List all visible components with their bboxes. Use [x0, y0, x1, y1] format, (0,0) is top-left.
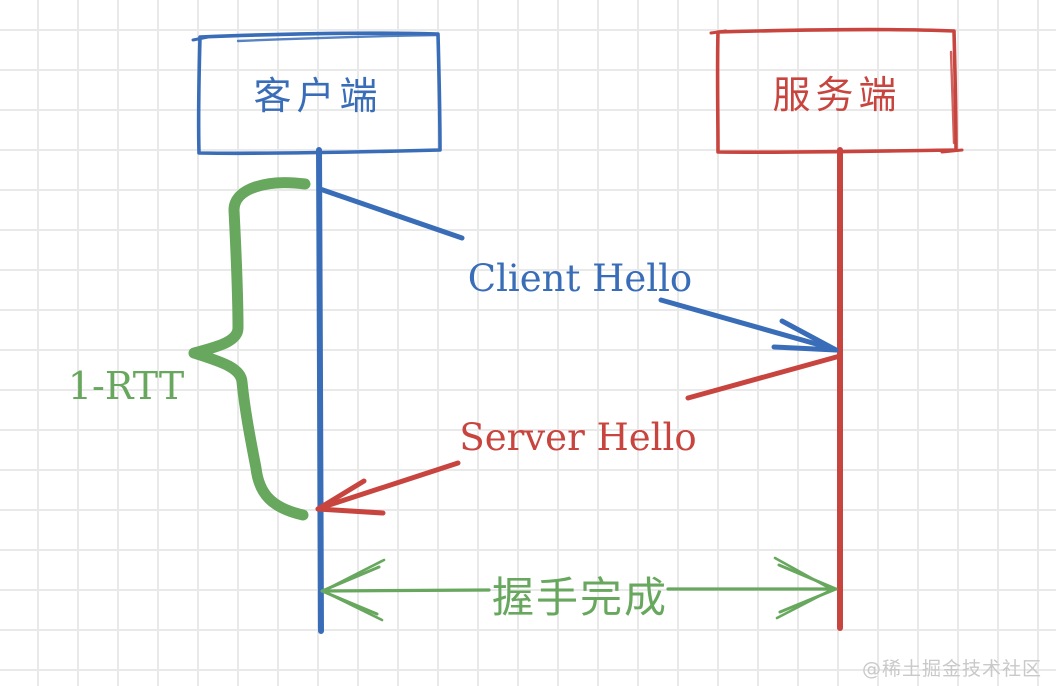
- client-actor-box: [191, 31, 442, 156]
- client-hello-arrowhead-icon: [771, 318, 839, 353]
- client-hello-arrow: [317, 186, 839, 353]
- handshake-double-arrow: [320, 556, 838, 622]
- handshake-left-arrowhead-icon: [320, 558, 386, 622]
- client-hello-label: Client Hello: [468, 257, 692, 300]
- rtt-brace: [188, 177, 311, 521]
- client-lifeline: [316, 147, 324, 634]
- handshake-label: 握手完成: [492, 573, 668, 622]
- rtt-label: 1-RTT: [68, 364, 184, 408]
- server-hello-arrowhead-icon: [315, 478, 386, 516]
- server-hello-arrow: [315, 353, 843, 516]
- server-actor-box: [709, 27, 964, 155]
- handshake-right-arrowhead-icon: [773, 556, 838, 620]
- watermark: @稀土掘金技术社区: [861, 658, 1042, 680]
- server-actor-label: 服务端: [772, 73, 901, 117]
- client-actor-label: 客户端: [253, 74, 382, 118]
- server-hello-label: Server Hello: [459, 416, 696, 459]
